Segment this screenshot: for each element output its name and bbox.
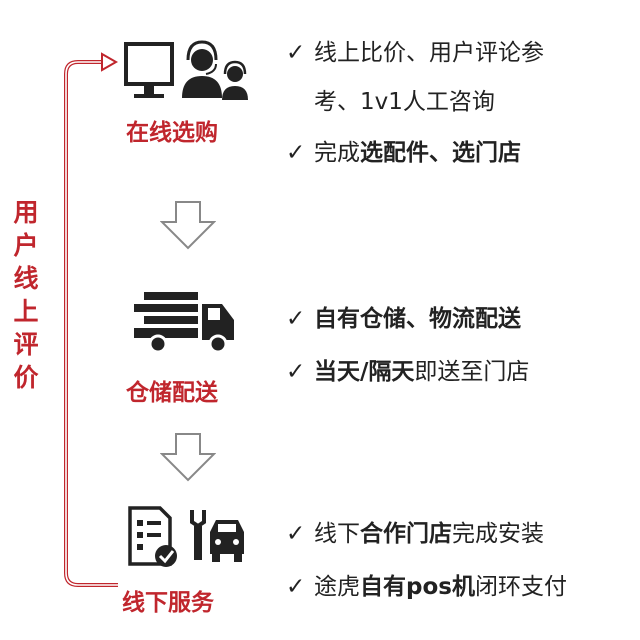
check-icon: ✓ <box>286 359 306 385</box>
stage-title-online-shopping: 在线选购 <box>126 120 218 146</box>
check-icon: ✓ <box>286 521 306 547</box>
check-icon: ✓ <box>286 306 306 332</box>
bullet-item: ✓当天/隔天即送至门店 <box>286 355 529 389</box>
down-arrow-icon <box>160 201 216 250</box>
bullet-item: ✓完成选配件、选门店 <box>286 136 521 170</box>
stage-title-offline-service: 线下服务 <box>122 590 214 616</box>
bullet-item: ✓线上比价、用户评论参 <box>286 36 544 70</box>
check-icon: ✓ <box>286 140 306 166</box>
down-arrow-icon <box>160 433 216 482</box>
check-icon: ✓ <box>286 574 306 600</box>
bullet-item: ✓自有仓储、物流配送 <box>286 302 521 336</box>
side-label-user-review: 用 户 线 上 评 价 <box>13 198 39 392</box>
delivery-truck-icon <box>134 292 234 354</box>
monitor-and-customer-service-icon <box>124 40 248 100</box>
checklist-wrench-car-icon <box>128 506 244 567</box>
check-icon: ✓ <box>286 40 306 66</box>
bullet-item: ✓途虎自有pos机闭环支付 <box>286 570 567 604</box>
bullet-item: ✓线下合作门店完成安装 <box>286 517 544 551</box>
stage-title-warehouse-delivery: 仓储配送 <box>126 380 218 406</box>
bullet-item-continuation: 考、1v1人工咨询 <box>314 89 495 115</box>
